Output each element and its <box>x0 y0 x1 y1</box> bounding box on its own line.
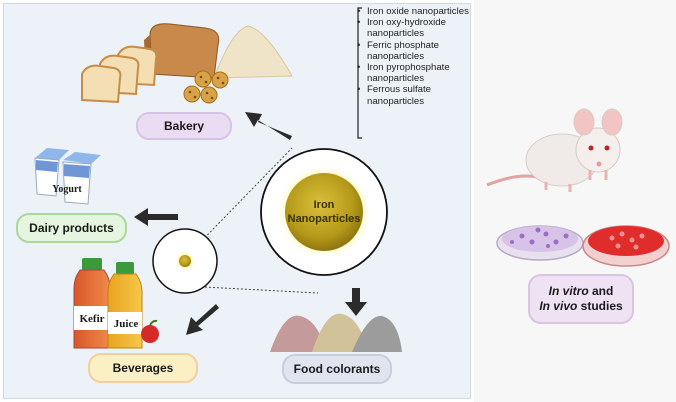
colorants-label: Food colorants <box>293 362 381 376</box>
iron-type-item: Iron oxide nanoparticles <box>354 6 474 17</box>
and-text: and <box>588 284 614 298</box>
beverages-pill: Beverages <box>88 353 198 383</box>
arrow-to-dairy <box>134 208 178 226</box>
apple-leaf <box>149 319 158 326</box>
kefir-bottle-icon <box>73 258 111 349</box>
small-particle <box>179 255 191 267</box>
zoom-line-bottom <box>184 285 319 294</box>
arrow-to-bakery <box>245 112 292 140</box>
cookies-icon <box>183 70 229 104</box>
iron-nanoparticle <box>285 173 363 251</box>
beverages-label: Beverages <box>112 361 174 375</box>
iron-types-list: Iron oxide nanoparticles Iron oxy-hydrox… <box>354 6 474 107</box>
arrows <box>134 112 367 335</box>
kefir-label: Kefir <box>79 313 104 325</box>
colorant-pile-pink <box>270 315 326 352</box>
colorants-pill: Food colorants <box>282 354 392 384</box>
bakery-pill: Bakery <box>136 112 232 140</box>
flour-icon <box>213 25 293 79</box>
iron-type-item: Iron oxy-hydroxide nanoparticles <box>354 17 474 39</box>
studies-line1: In vitro and <box>549 284 614 299</box>
dairy-label: Dairy products <box>29 221 114 235</box>
arrow-to-beverages <box>186 304 219 335</box>
dairy-pill: Dairy products <box>16 213 127 243</box>
iron-type-item: Ferric phosphate nanoparticles <box>354 40 474 62</box>
iron-type-item: Ferrous sulfate nanoparticles <box>354 84 474 106</box>
center-label-line2: Nanoparticles <box>288 213 361 225</box>
center-label-line1: Iron <box>314 199 335 211</box>
studies-text: studies <box>577 299 623 313</box>
yogurt-icon <box>34 148 101 205</box>
in-vitro-text: In vitro <box>548 284 589 298</box>
bakery-label: Bakery <box>163 119 205 133</box>
studies-panel <box>474 0 676 402</box>
juice-bottle-icon <box>107 262 143 349</box>
mouse-icon <box>486 108 623 192</box>
petri-dish-red-icon <box>582 225 670 267</box>
colorant-pile-beige <box>312 313 368 352</box>
petri-dish-purple-icon <box>496 225 584 261</box>
colorant-pile-gray <box>352 315 402 352</box>
cookie-dots <box>188 75 225 100</box>
iron-type-item: Iron pyrophosphate nanoparticles <box>354 62 474 84</box>
bread-icon <box>81 23 220 104</box>
studies-pill: In vitro and In vivo studies <box>528 274 634 324</box>
apple-icon <box>141 325 159 343</box>
arrow-to-colorants <box>345 288 367 316</box>
in-vivo-text: In vivo <box>539 299 578 313</box>
yogurt-label: Yogurt <box>52 184 82 195</box>
studies-line2: In vivo studies <box>539 299 622 314</box>
juice-label: Juice <box>114 318 139 330</box>
